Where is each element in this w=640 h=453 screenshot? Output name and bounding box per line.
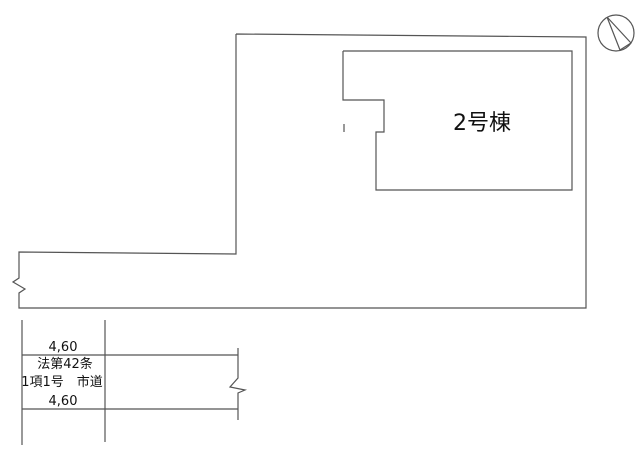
north-arrow-icon	[597, 14, 635, 52]
road-law-line1: 法第42条	[37, 356, 93, 372]
road-width-top: 4,60	[49, 340, 78, 355]
road-width-bottom: 4,60	[49, 394, 78, 409]
road: 4,60 法第42条 1項1号 市道 4,60	[21, 320, 248, 445]
site-boundary	[11, 33, 587, 309]
building-outline	[342, 50, 573, 191]
building-label: 2号棟	[453, 111, 511, 136]
road-law-line2: 1項1号 市道	[21, 374, 103, 390]
